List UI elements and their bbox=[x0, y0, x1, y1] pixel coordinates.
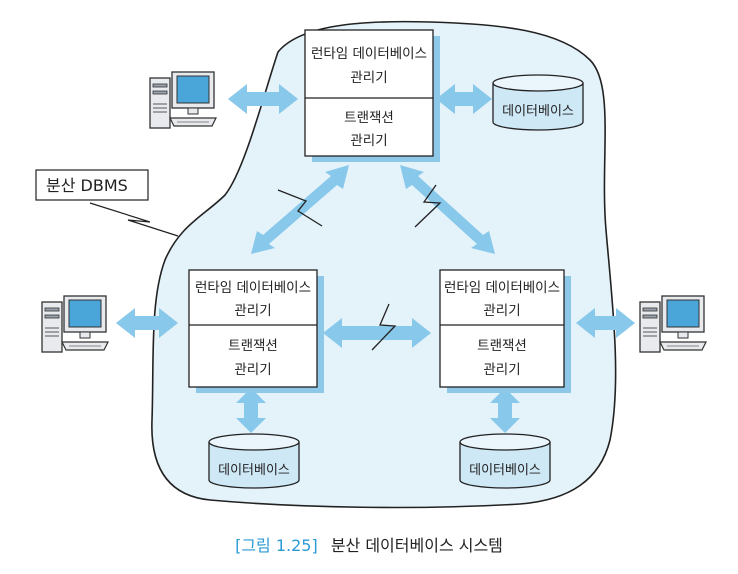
database-right-lid bbox=[459, 433, 551, 451]
node-right-runtime-line2: 관리기 bbox=[483, 303, 520, 319]
database-right: 데이터베이스 bbox=[459, 433, 551, 489]
database-top: 데이터베이스 bbox=[492, 74, 584, 131]
arrow-left-to-right bbox=[323, 318, 431, 348]
node-left-transaction-line2: 관리기 bbox=[234, 362, 271, 378]
node-top-transaction-line2: 관리기 bbox=[350, 133, 387, 149]
node-top-runtime-line1: 런타임 데이터베이스 bbox=[311, 46, 427, 62]
node-top-runtime-line2: 관리기 bbox=[350, 70, 387, 86]
database-top-lid bbox=[492, 74, 584, 92]
arrow-computer-top bbox=[228, 84, 298, 114]
node-right-transaction-line2: 관리기 bbox=[483, 362, 520, 378]
node-top-transaction-line1: 트랜잭션 bbox=[344, 110, 394, 126]
database-left: 데이터베이스 bbox=[208, 433, 300, 489]
database-right-body bbox=[459, 442, 551, 489]
node-left-runtime-line1: 런타임 데이터베이스 bbox=[195, 280, 311, 296]
node-left-runtime-line2: 관리기 bbox=[234, 303, 271, 319]
arrow-db-right bbox=[490, 388, 520, 433]
figure-caption: [그림 1.25] 분산 데이터베이스 시스템 bbox=[235, 536, 503, 555]
node-right-box bbox=[439, 269, 565, 388]
node-top-box bbox=[304, 29, 434, 157]
callout-pointer bbox=[89, 202, 179, 237]
desktop-computer-icon bbox=[639, 295, 707, 353]
database-top-body bbox=[492, 83, 584, 131]
arrow-db-top bbox=[436, 84, 492, 114]
figure-title: 분산 데이터베이스 시스템 bbox=[331, 536, 503, 555]
database-left-label: 데이터베이스 bbox=[218, 463, 290, 478]
link-symbol-top-left bbox=[277, 189, 323, 227]
database-left-body bbox=[208, 442, 300, 489]
database-right-label: 데이터베이스 bbox=[469, 463, 541, 478]
arrow-db-left bbox=[236, 388, 266, 433]
arrow-computer-left bbox=[116, 308, 178, 338]
callout-label: 분산 DBMS bbox=[46, 176, 128, 195]
callout-box bbox=[35, 169, 149, 201]
link-symbol-middle bbox=[371, 303, 397, 351]
node-right-runtime-line1: 런타임 데이터베이스 bbox=[444, 280, 560, 296]
callout: 분산 DBMS bbox=[35, 169, 179, 237]
arrow-top-to-right bbox=[400, 165, 495, 254]
node-right: 런타임 데이터베이스 관리기 트랜잭션 관리기 bbox=[439, 269, 571, 393]
desktop-computer-icon bbox=[149, 71, 217, 129]
node-left: 런타임 데이터베이스 관리기 트랜잭션 관리기 bbox=[188, 269, 324, 393]
database-top-label: 데이터베이스 bbox=[502, 104, 574, 119]
node-top: 런타임 데이터베이스 관리기 트랜잭션 관리기 bbox=[304, 29, 440, 162]
database-left-lid bbox=[208, 433, 300, 451]
node-left-box bbox=[188, 269, 318, 388]
figure-number: [그림 1.25] bbox=[235, 536, 318, 555]
node-right-transaction-line1: 트랜잭션 bbox=[477, 338, 527, 354]
arrow-computer-right bbox=[576, 308, 635, 338]
node-left-transaction-line1: 트랜잭션 bbox=[228, 338, 278, 354]
link-symbol-top-right bbox=[414, 184, 442, 228]
desktop-computer-icon bbox=[41, 295, 109, 353]
